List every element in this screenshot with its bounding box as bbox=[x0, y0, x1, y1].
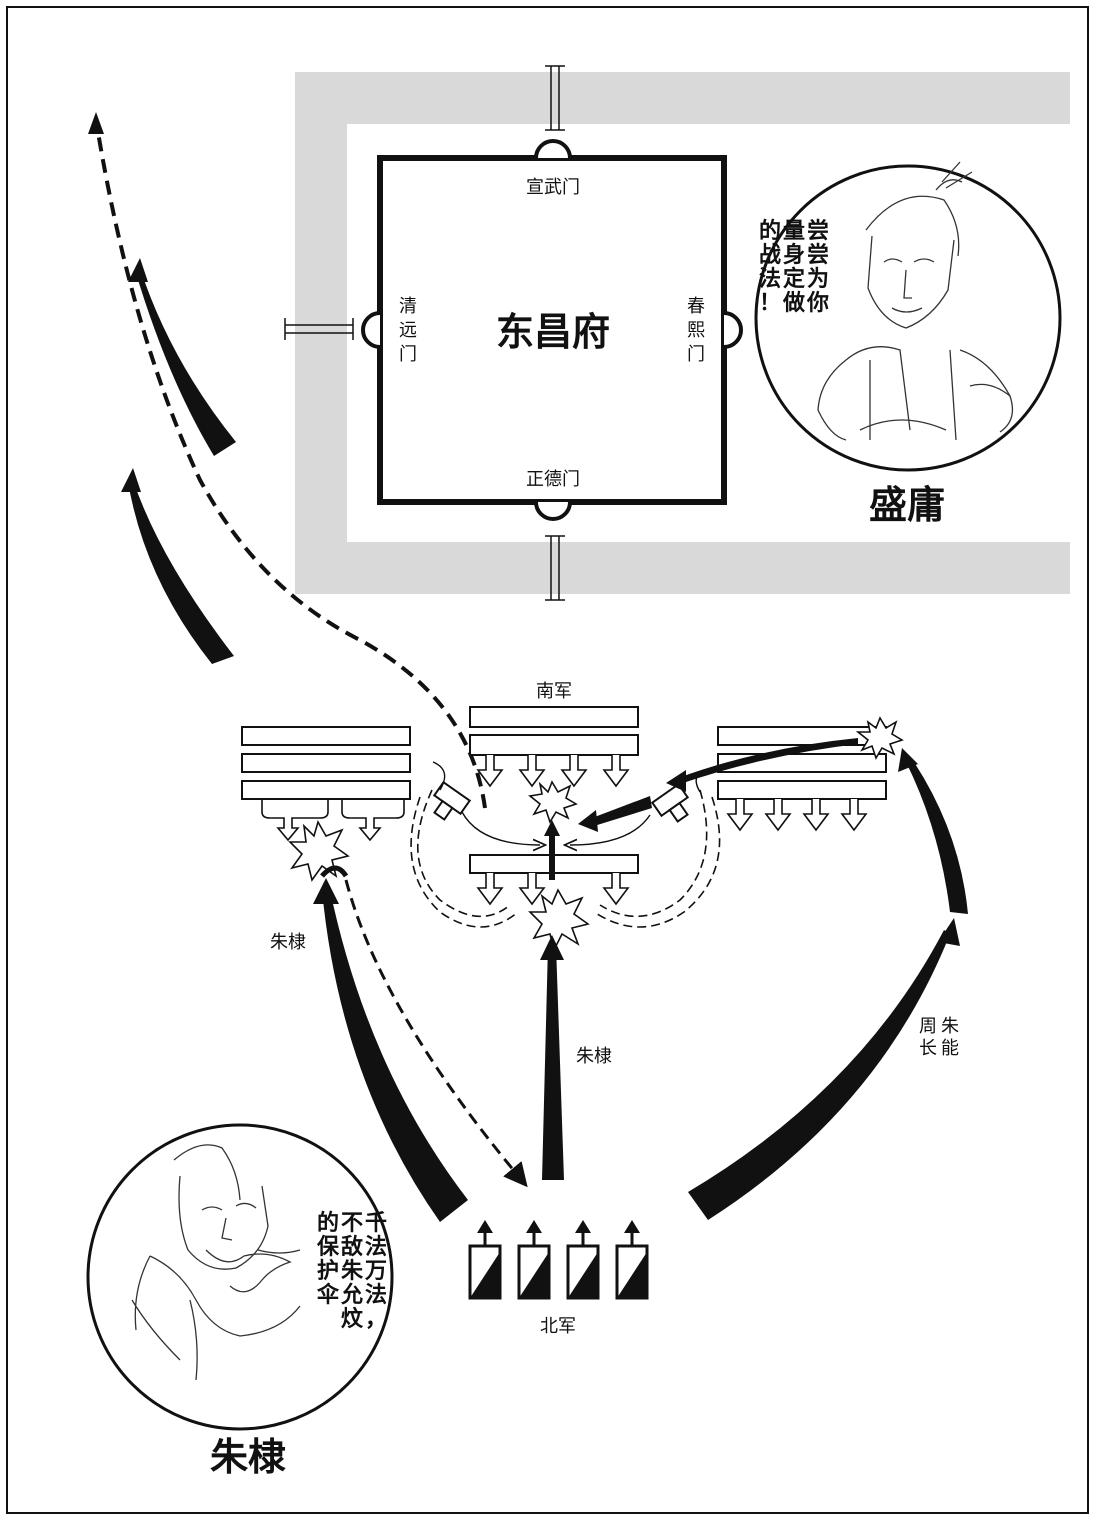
north-unit-1 bbox=[468, 1220, 502, 1300]
gate-south-label: 正德门 bbox=[526, 469, 580, 490]
dashed-retreat-path bbox=[94, 119, 487, 809]
south-army-label: 南军 bbox=[536, 681, 572, 702]
left-hook-arrow bbox=[320, 865, 349, 878]
center-thrust-arrow bbox=[549, 830, 555, 880]
zhu-quote-column-2: 不敌朱允炆 bbox=[340, 1211, 364, 1332]
north-unit-2 bbox=[517, 1220, 551, 1300]
encircle-arrows bbox=[410, 789, 721, 928]
gate-bumps bbox=[361, 139, 743, 521]
page-frame bbox=[6, 6, 1089, 1514]
road-south bbox=[545, 535, 565, 601]
explosions bbox=[288, 716, 904, 953]
zhu-sketch bbox=[131, 1144, 301, 1381]
zhu-name: 朱棣 bbox=[210, 1434, 286, 1479]
road-north bbox=[545, 65, 565, 131]
cannon-left bbox=[432, 780, 472, 821]
center-route-label: 朱棣 bbox=[576, 1046, 612, 1067]
explosion-right bbox=[855, 716, 904, 760]
north-army-arrows bbox=[313, 748, 968, 1222]
sheng-name: 盛庸 bbox=[869, 482, 945, 527]
right-cannon-arrows bbox=[578, 738, 858, 832]
gate-west-label: 清远门 bbox=[399, 296, 417, 365]
outer-wall bbox=[295, 72, 1070, 594]
left-assault-arrow bbox=[322, 890, 468, 1222]
south-army bbox=[241, 706, 887, 874]
zhu-quote-column-1: 千法万法， bbox=[364, 1211, 387, 1332]
sheng-quote-column-1: 尝尝为你 bbox=[806, 218, 829, 316]
north-army-units bbox=[468, 1220, 649, 1300]
right-route-line-2: 周长 bbox=[919, 1016, 937, 1059]
flank-arrows bbox=[88, 112, 487, 809]
explosion-center-top bbox=[528, 780, 578, 824]
zhu-quote-column-3: 的保护伞 bbox=[316, 1210, 340, 1308]
gate-north-label: 宣武门 bbox=[526, 177, 580, 198]
left-route-label: 朱棣 bbox=[270, 932, 306, 953]
gate-east-label: 春熙门 bbox=[687, 296, 705, 365]
right-assault-arrow bbox=[688, 930, 950, 1220]
dashed-feint-path bbox=[344, 879, 528, 1188]
sheng-quote-column-3: 的战法！ bbox=[759, 218, 781, 316]
explosion-center-low bbox=[528, 888, 590, 953]
center-assault-arrow bbox=[542, 945, 564, 1180]
road-west bbox=[284, 318, 354, 340]
explosion-left bbox=[288, 819, 350, 882]
north-army-label: 北军 bbox=[540, 1316, 576, 1337]
cannon-right bbox=[650, 782, 690, 823]
gate-east-text: 春熙门 bbox=[687, 296, 705, 365]
right-route-line-1: 朱能 bbox=[941, 1016, 959, 1059]
south-left-brackets bbox=[261, 800, 405, 842]
north-unit-4 bbox=[615, 1220, 649, 1300]
sheng-sketch bbox=[817, 161, 1014, 441]
north-unit-3 bbox=[566, 1220, 600, 1300]
gate-west-text: 清远门 bbox=[399, 296, 417, 365]
south-army-down-arrows bbox=[476, 755, 868, 906]
city-name: 东昌府 bbox=[496, 310, 610, 354]
solid-flank-arrow-lower bbox=[128, 480, 234, 664]
solid-flank-arrow-upper bbox=[135, 268, 236, 456]
sheng-quote-column-2: 量身定做 bbox=[782, 219, 806, 316]
right-flank-arrow bbox=[905, 756, 968, 914]
